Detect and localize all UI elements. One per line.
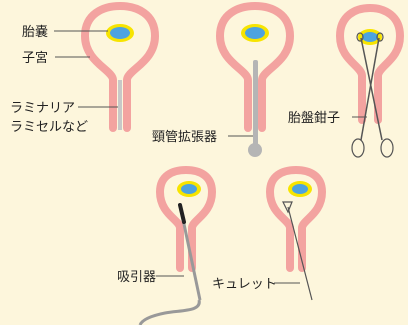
curette-loop [283, 202, 292, 212]
panel-suction: 吸引器 [117, 170, 212, 325]
dilator-rod [253, 60, 258, 146]
label-uterus: 子宮 [22, 50, 48, 66]
gestational-sac [181, 184, 197, 194]
label-suction-device: 吸引器 [117, 270, 156, 285]
panel-curette: キュレット [212, 170, 322, 300]
label-gestational-sac: 胎嚢 [22, 24, 48, 40]
panel-placental-forceps: 胎盤鉗子 [288, 8, 400, 157]
panel-cervical-dilator: 頸管拡張器 [152, 6, 290, 157]
forceps-ring-left [352, 139, 364, 157]
label-laminaria-2: ラミセルなど [10, 120, 88, 135]
gestational-sac [245, 27, 265, 39]
forceps-ring-right [381, 139, 393, 157]
gestational-sac [362, 32, 378, 42]
uterus-shape [340, 8, 400, 120]
panel-laminaria: 胎嚢 子宮 ラミナリア ラミセルなど [10, 6, 155, 135]
suction-tip [180, 205, 184, 222]
laminaria-rod [118, 80, 122, 130]
gestational-sac [110, 27, 130, 39]
label-cervical-dilator: 頸管拡張器 [152, 130, 217, 145]
dilator-handle [248, 143, 262, 157]
label-laminaria-1: ラミナリア [10, 101, 75, 116]
label-curette: キュレット [212, 277, 277, 292]
gestational-sac [292, 184, 308, 194]
suction-tube [140, 300, 199, 325]
label-placental-forceps: 胎盤鉗子 [288, 110, 340, 126]
